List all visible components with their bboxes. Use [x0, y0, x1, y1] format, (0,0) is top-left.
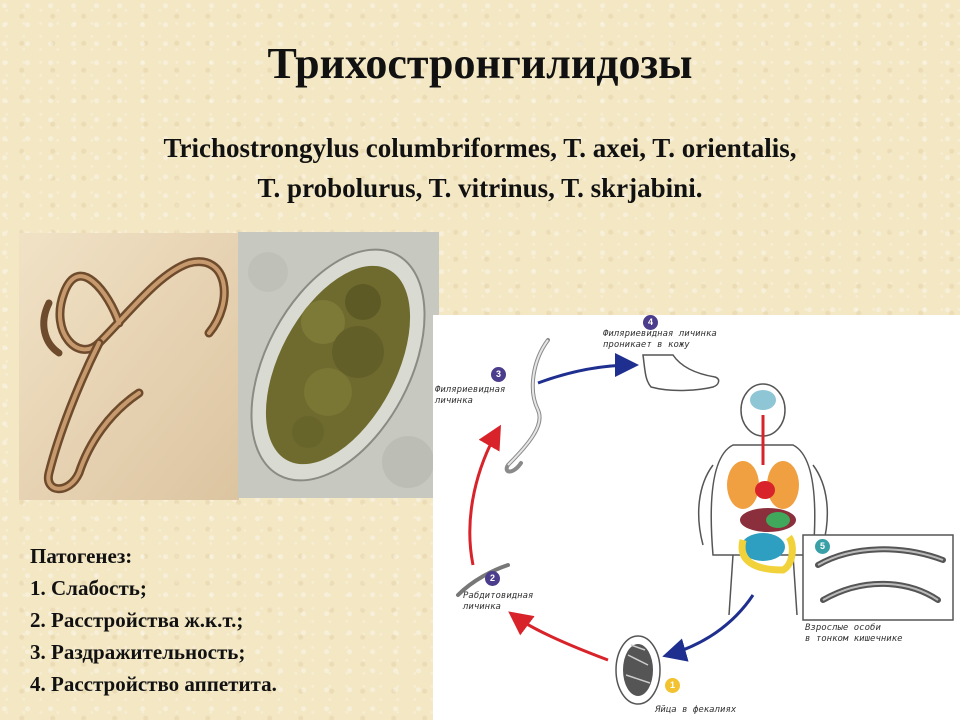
- egg-photo: [238, 232, 439, 498]
- arrow-egg-to-rhabditiform: [508, 611, 609, 662]
- species-list: Trichostrongylus columbriformes, T. axei…: [0, 128, 960, 208]
- stage-4-badge: 4: [643, 315, 658, 330]
- arrow-rhabditiform-to-filariform: [468, 424, 501, 566]
- foot-icon: [642, 354, 720, 392]
- human-body-icon: [697, 383, 829, 616]
- stage-3-label: Филяриевидная личинка: [435, 385, 506, 406]
- pathogenesis-heading: Патогенез:: [30, 544, 133, 568]
- egg-icon: [615, 635, 661, 705]
- filariform-larva-icon: [504, 338, 550, 474]
- stage-2-badge: 2: [485, 571, 500, 586]
- rhabditiform-larva-icon: [456, 563, 510, 597]
- stage-5-label: Взрослые особи в тонком кишечнике: [805, 623, 903, 644]
- pathogenesis-item: 4. Расстройство аппетита.: [30, 672, 277, 696]
- adult-worm-photo: [19, 233, 239, 500]
- pathogenesis-item: 1. Слабость;: [30, 576, 147, 600]
- stage-5-badge: 5: [815, 539, 830, 554]
- stage-2-label: Рабдитовидная личинка: [463, 591, 534, 612]
- pathogenesis-list: Патогенез: 1. Слабость; 2. Расстройства …: [30, 540, 277, 700]
- stage-4-label: Филяриевидная личинка проникает в кожу: [603, 329, 717, 350]
- species-line-1: Trichostrongylus columbriformes, T. axei…: [163, 133, 797, 163]
- life-cycle-diagram: Филяриевидная личинка проникает в кожу Ф…: [433, 315, 960, 720]
- stage-1-badge: 1: [665, 678, 680, 693]
- arrow-filariform-to-skin: [537, 353, 639, 385]
- pathogenesis-item: 2. Расстройства ж.к.т.;: [30, 608, 244, 632]
- arrow-adults-to-eggs: [662, 594, 755, 662]
- species-line-2: T. probolurus, T. vitrinus, T. skrjabini…: [257, 173, 703, 203]
- stage-3-badge: 3: [491, 367, 506, 382]
- page-title: Трихостронгилидозы: [267, 39, 693, 88]
- pathogenesis-item: 3. Раздражительность;: [30, 640, 246, 664]
- stage-1-label: Яйца в фекалиях: [655, 705, 737, 715]
